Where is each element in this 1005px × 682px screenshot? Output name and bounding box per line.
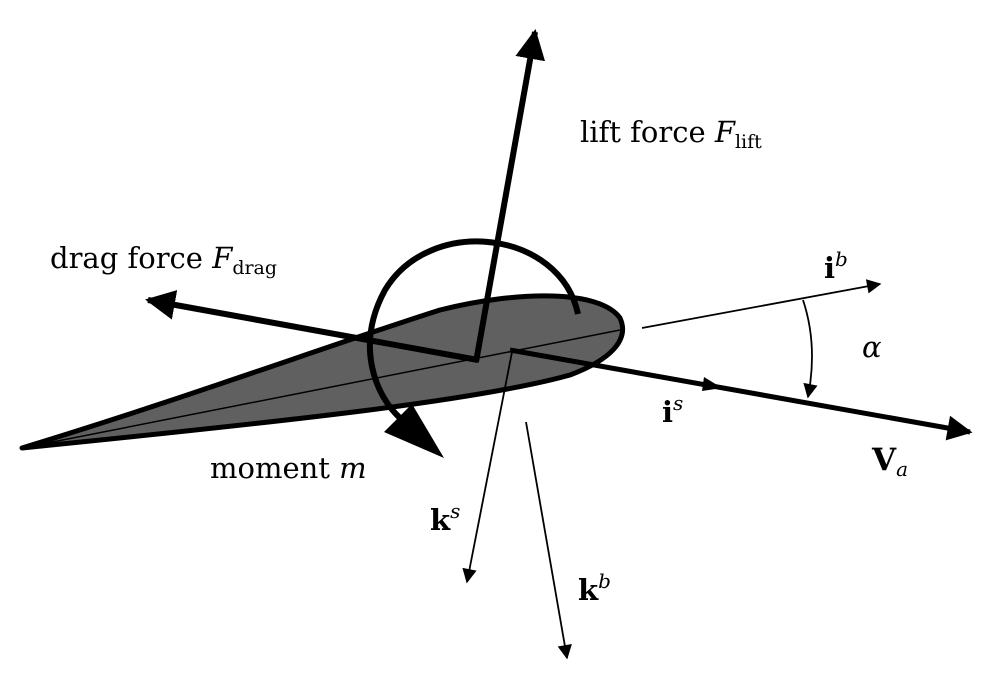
kb-arrow: [525, 421, 572, 660]
ib-arrow: [641, 279, 882, 329]
is-arrowhead: [702, 377, 722, 391]
ks-arrow: [462, 351, 513, 584]
ks-tick: [509, 349, 523, 353]
moment-arc: [367, 238, 581, 421]
drag-force-arrow: [145, 290, 479, 363]
airfoil-body: [19, 293, 625, 451]
va-label: Va: [871, 442, 908, 481]
moment-label: moment m: [210, 451, 367, 485]
is-label: is: [662, 391, 683, 429]
ib-label: ib: [824, 247, 848, 285]
alpha-label: α: [862, 330, 882, 364]
ks-label: ks: [430, 499, 460, 537]
va-arrow: [509, 347, 973, 441]
alpha-arc: [802, 299, 818, 399]
lift-force-arrow: [473, 29, 546, 363]
drag-force-label: drag force Fdrag: [50, 241, 277, 279]
lift-force-label: lift force Flift: [580, 115, 762, 153]
moment-arrowhead: [384, 404, 444, 458]
kb-label: kb: [578, 569, 611, 607]
